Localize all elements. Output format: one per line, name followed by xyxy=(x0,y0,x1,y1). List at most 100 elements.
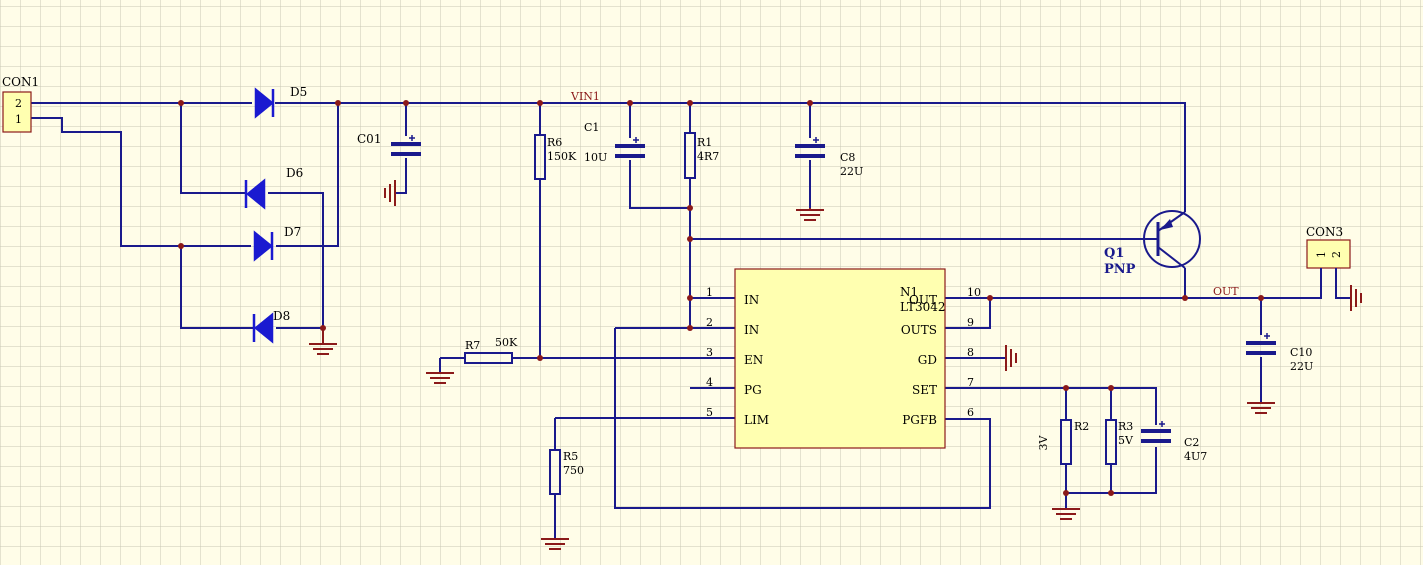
capacitor-c2[interactable]: C2 4U7 xyxy=(1141,421,1207,463)
diode-designator: D8 xyxy=(273,309,290,323)
junction xyxy=(335,100,341,106)
capacitor-value: 22U xyxy=(840,165,863,178)
junction xyxy=(537,355,543,361)
junction xyxy=(1258,295,1264,301)
capacitor-designator: C1 xyxy=(584,121,599,134)
ic-pin-number: 5 xyxy=(706,406,713,419)
junction xyxy=(687,236,693,242)
connector-pin-number: 1 xyxy=(1315,251,1328,258)
resistor-r7[interactable]: R7 50K xyxy=(464,336,518,364)
connector-pin-number: 2 xyxy=(15,97,22,110)
ic-lt3042[interactable]: N1 LT3042 1 IN 2 IN 3 EN 4 PG 5 LIM 10 O… xyxy=(706,268,981,449)
ground-icon xyxy=(541,538,569,550)
junction xyxy=(687,325,693,331)
capacitor-designator: C8 xyxy=(840,151,855,164)
resistor-r1[interactable]: R1 4R7 xyxy=(684,132,719,179)
resistor-designator: R3 xyxy=(1118,420,1133,433)
diode-d8[interactable]: D8 xyxy=(252,309,290,344)
transistor-q1[interactable]: Q1 PNP xyxy=(1104,210,1201,277)
capacitor-value: 4U7 xyxy=(1184,450,1207,463)
ic-pin-number: 9 xyxy=(967,316,974,329)
ic-pin-number: 7 xyxy=(967,376,974,389)
resistor-value: 750 xyxy=(563,464,584,477)
junctions xyxy=(178,100,1264,496)
junction xyxy=(1108,490,1114,496)
transistor-body xyxy=(1143,210,1201,268)
resistor-r2[interactable]: R2 3V xyxy=(1037,419,1089,465)
resistor-value: 50K xyxy=(495,336,518,349)
capacitor-c10[interactable]: C10 22U xyxy=(1246,333,1313,373)
capacitor-c01[interactable]: C01 xyxy=(357,132,421,156)
ic-pin-name: OUT xyxy=(909,293,937,307)
resistor-designator: R6 xyxy=(547,136,562,149)
ic-part-number: LT3042 xyxy=(900,300,946,314)
ground-icon xyxy=(1350,285,1362,311)
resistor-r5[interactable]: R5 750 xyxy=(549,449,584,495)
resistor-value: 4R7 xyxy=(697,150,719,163)
resistor-value: 3V xyxy=(1037,434,1050,450)
ic-designator: N1 xyxy=(900,285,918,299)
diode-designator: D5 xyxy=(290,85,307,99)
ic-pin-number: 10 xyxy=(967,286,981,299)
junction xyxy=(1108,385,1114,391)
diode-symbol xyxy=(253,230,273,262)
junction xyxy=(687,205,693,211)
connector-pin-number: 2 xyxy=(1330,251,1343,258)
ic-pin-name: GD xyxy=(918,353,937,367)
capacitor-value: 10U xyxy=(584,151,607,164)
junction xyxy=(1063,490,1069,496)
connector-body xyxy=(1306,239,1351,269)
capacitor-c1[interactable]: C1 10U xyxy=(584,121,645,164)
ic-pin-name: SET xyxy=(912,383,937,397)
ic-pin-name: PG xyxy=(744,383,762,397)
connector-pin-number: 1 xyxy=(15,113,22,126)
ground-icon xyxy=(1247,402,1275,414)
connector-con1[interactable]: CON1 2 1 xyxy=(2,75,39,133)
ic-pin-name: EN xyxy=(744,353,763,367)
capacitor-designator: C01 xyxy=(357,132,381,146)
ground-icon xyxy=(1005,345,1017,371)
diode-symbol xyxy=(254,87,274,119)
transistor-designator: Q1 xyxy=(1104,246,1124,261)
ic-pin-number: 6 xyxy=(967,406,974,419)
connector-designator: CON3 xyxy=(1306,225,1343,239)
diode-designator: D6 xyxy=(286,166,303,180)
ground-icon xyxy=(1052,508,1080,520)
capacitor-designator: C10 xyxy=(1290,346,1312,359)
ic-pin-name: LIM xyxy=(744,413,769,427)
ic-pin-number: 3 xyxy=(706,346,713,359)
diode-d6[interactable]: D6 xyxy=(244,166,303,210)
resistor-r3[interactable]: R3 5V xyxy=(1105,419,1134,465)
resistor-designator: R1 xyxy=(697,136,712,149)
diode-symbol xyxy=(254,312,274,344)
diode-designator: D7 xyxy=(284,225,301,239)
connector-body xyxy=(2,91,32,133)
capacitor-designator: C2 xyxy=(1184,436,1199,449)
junction xyxy=(687,295,693,301)
ground-icon xyxy=(426,372,454,384)
junction xyxy=(987,295,993,301)
transistor-type: PNP xyxy=(1104,262,1136,277)
ic-pin-name: IN xyxy=(744,293,759,307)
ic-pin-name: OUTS xyxy=(901,323,937,337)
junction xyxy=(178,100,184,106)
capacitor-c8[interactable]: C8 22U xyxy=(795,137,863,178)
junction xyxy=(403,100,409,106)
transistor-emitter-arrow xyxy=(1160,219,1173,230)
junction xyxy=(178,243,184,249)
ic-pin-number: 2 xyxy=(706,316,713,329)
wires xyxy=(31,102,1350,538)
junction xyxy=(537,100,543,106)
diode-symbol xyxy=(246,178,266,210)
ground-icon xyxy=(384,180,396,206)
junction xyxy=(807,100,813,106)
diode-d5[interactable]: D5 xyxy=(254,85,307,119)
resistor-designator: R7 xyxy=(465,339,480,352)
connector-con3[interactable]: CON3 1 2 xyxy=(1306,225,1351,278)
ground-icon xyxy=(796,208,824,221)
ic-pin-name: IN xyxy=(744,323,759,337)
diode-d7[interactable]: D7 xyxy=(253,225,301,262)
resistor-r6[interactable]: R6 150K xyxy=(534,134,577,180)
